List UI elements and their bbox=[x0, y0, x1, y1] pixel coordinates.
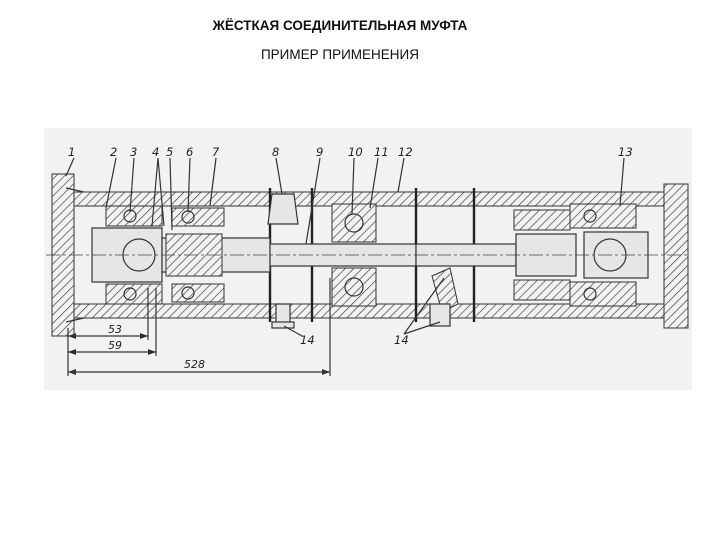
callout-5: 5 bbox=[166, 145, 173, 159]
callout-3: 3 bbox=[130, 145, 137, 159]
page-title: ЖЁСТКАЯ СОЕДИНИТЕЛЬНАЯ МУФТА bbox=[212, 18, 468, 33]
callout-14-right: 14 bbox=[394, 333, 409, 347]
dimension-53: 53 bbox=[108, 323, 122, 336]
callout-2: 2 bbox=[110, 145, 117, 159]
drain-bolt-left bbox=[275, 303, 291, 325]
right-sleeve-upper bbox=[513, 209, 571, 231]
callout-14-left: 14 bbox=[300, 333, 315, 347]
center-bearing-lower bbox=[331, 267, 377, 307]
coupling-section-view: 1 2 3 4 5 6 7 8 9 10 11 12 13 14 14 53 5… bbox=[46, 145, 690, 376]
coupling-drawing: 1 2 3 4 5 6 7 8 9 10 11 12 13 14 14 53 5… bbox=[44, 128, 692, 390]
callout-9: 9 bbox=[316, 145, 323, 159]
callout-8: 8 bbox=[272, 145, 279, 159]
right-bearing-upper bbox=[569, 203, 637, 229]
drain-bolt-right bbox=[429, 303, 451, 327]
left-sleeve-upper bbox=[171, 207, 225, 227]
callout-11: 11 bbox=[374, 145, 389, 159]
right-bearing-lower bbox=[569, 281, 637, 307]
right-support-lug bbox=[431, 267, 459, 313]
callout-4: 4 bbox=[152, 145, 159, 159]
dimension-59: 59 bbox=[108, 339, 122, 352]
callout-1: 1 bbox=[68, 145, 75, 159]
callout-10: 10 bbox=[348, 145, 363, 159]
plug-top bbox=[267, 193, 299, 225]
callout-12: 12 bbox=[398, 145, 413, 159]
page-subtitle: ПРИМЕР ПРИМЕНЕНИЯ bbox=[260, 47, 420, 62]
left-bearing-lower bbox=[105, 283, 163, 305]
left-bearing-upper bbox=[105, 205, 163, 227]
leader-lines bbox=[65, 157, 625, 337]
callout-7: 7 bbox=[212, 145, 220, 159]
dimension-528: 528 bbox=[184, 358, 205, 371]
callout-13: 13 bbox=[618, 145, 633, 159]
callout-6: 6 bbox=[186, 145, 193, 159]
left-sleeve-lower bbox=[171, 283, 225, 303]
center-bearing-upper bbox=[331, 203, 377, 243]
right-sleeve-lower bbox=[513, 279, 571, 301]
right-flange bbox=[663, 183, 689, 329]
